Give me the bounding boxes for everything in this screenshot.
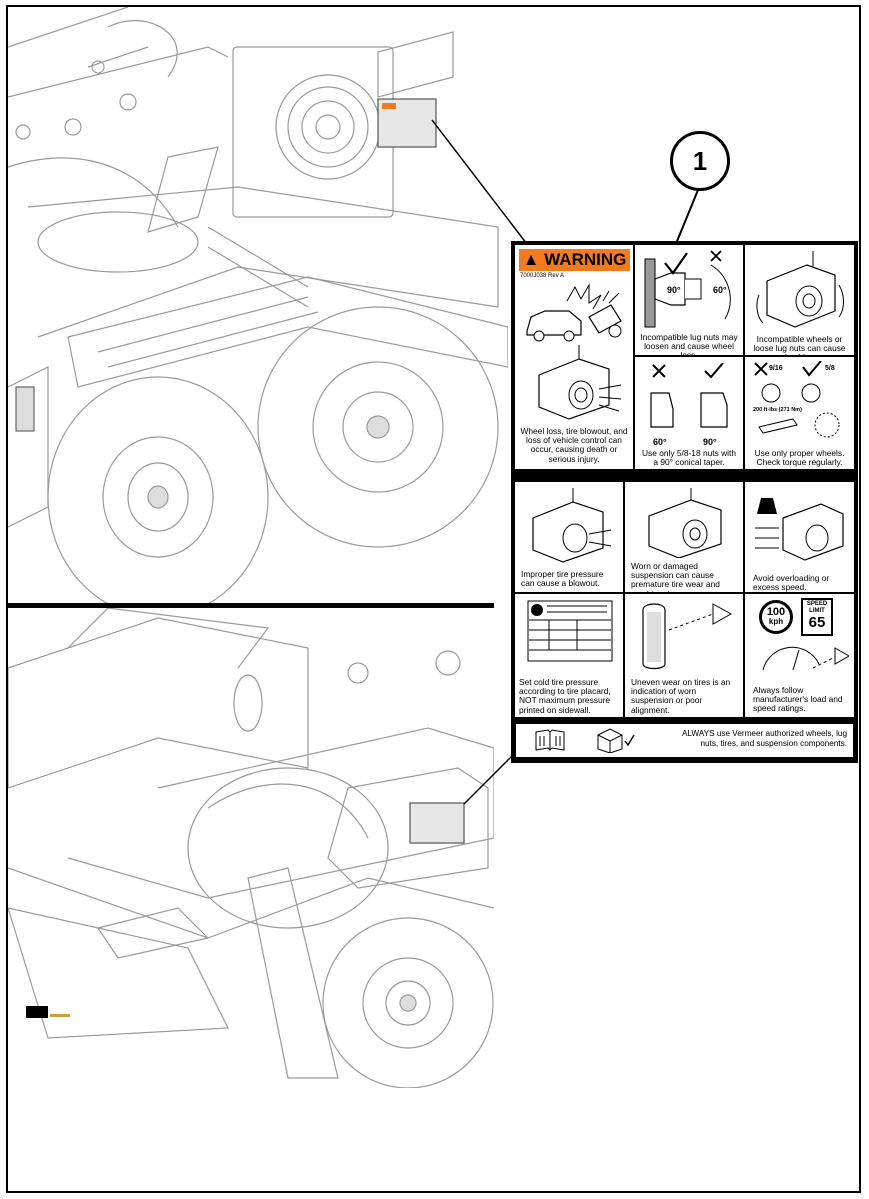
wheel-loss-icon <box>538 345 622 420</box>
m1-cell: Improper tire pressure can cause a blowo… <box>515 482 623 592</box>
suspension-icon <box>648 488 722 558</box>
m2-caption: Worn or damaged suspension can cause pre… <box>631 561 720 598</box>
speedometer-icon <box>762 646 849 671</box>
page-border <box>6 5 861 1193</box>
decal-footer: ALWAYS use Vermeer authorized wheels, lu… <box>516 724 853 757</box>
m5-caption: Uneven wear on tires is an indication of… <box>631 677 731 715</box>
m3-caption: Avoid overloading or excess speed. <box>753 573 830 593</box>
check-icon <box>704 363 724 379</box>
eye-icon <box>712 603 733 625</box>
speed-limit-top: SPEED <box>806 601 828 607</box>
c2-angle-a: 90° <box>667 285 681 295</box>
part-code: 7000J038 Rev A <box>520 273 565 279</box>
c4-angle-a: 60° <box>653 437 667 447</box>
box-check-icon <box>597 728 635 753</box>
uneven-wear-icon <box>642 603 733 670</box>
x-icon <box>652 364 666 378</box>
c5-torque: 200 ft-lbs (271 Nm) <box>753 407 802 413</box>
c4-caption: Use only 5/8-18 nuts with a 90° conical … <box>641 448 737 468</box>
c1-caption: Wheel loss, tire blowout, and loss of ve… <box>520 426 628 464</box>
top-trailer-illustration <box>8 7 508 603</box>
torque-icon <box>754 361 840 438</box>
c2-angle-b: 60° <box>713 285 727 295</box>
proper-wheels-cell: 9/16 5/8 200 ft-lbs (271 Nm) Use only pr… <box>745 357 854 469</box>
safety-decal: ▲ WARNING 7000J038 Rev A Wheel loss, tir… <box>511 241 858 763</box>
speed-kph-unit: kph <box>768 617 784 626</box>
decal-mid-panel: Improper tire pressure can cause a blowo… <box>515 482 854 717</box>
overload-icon <box>755 498 844 561</box>
section-divider <box>8 603 494 608</box>
loose-wheel-cell: Incompatible wheels or loose lug nuts ca… <box>745 245 854 362</box>
tire-placard-icon <box>527 600 613 662</box>
bottom-trailer-illustration <box>8 608 494 1088</box>
nut-taper-icon <box>650 363 728 428</box>
m2-cell: Worn or damaged suspension can cause pre… <box>625 482 743 598</box>
m4-cell: Set cold tire pressure according to tire… <box>515 594 623 717</box>
footer-text: ALWAYS use Vermeer authorized wheels, lu… <box>681 729 847 748</box>
lug-nut-angle-icon <box>644 250 731 328</box>
c2-caption: Incompatible lug nuts may loosen and cau… <box>640 332 738 361</box>
m4-caption: Set cold tire pressure according to tire… <box>519 677 611 715</box>
warning-label: ▲ WARNING <box>519 249 630 271</box>
speed-kph-sign: 100 kph <box>759 600 793 634</box>
vehicle-crash-icon <box>526 283 622 342</box>
c5-size-b: 5/8 <box>825 365 835 372</box>
m6-caption: Always follow manufacturer's load and sp… <box>753 685 843 714</box>
nut-taper-cell: 60° 90° Use only 5/8-18 nuts with a 90° … <box>635 357 743 469</box>
speed-kph-value: 100 <box>766 606 786 618</box>
tire-pressure-blowout-icon <box>532 488 612 563</box>
weight-icon <box>757 498 777 514</box>
m3-cell: Avoid overloading or excess speed. <box>745 482 854 592</box>
c4-angle-b: 90° <box>703 437 717 447</box>
leader-line-top <box>431 119 531 249</box>
lug-angle-cell: 90° 60° Incompatible lug nuts may loosen… <box>635 245 743 360</box>
speed-limit-value: 65 <box>808 614 826 631</box>
manual-icon <box>535 729 565 751</box>
c5-size-a: 9/16 <box>769 365 783 372</box>
m5-cell: Uneven wear on tires is an indication of… <box>625 594 743 717</box>
callout-number: 1 <box>670 131 730 191</box>
speed-limit-mid: LIMIT <box>809 608 825 614</box>
m1-caption: Improper tire pressure can cause a blowo… <box>521 569 604 589</box>
c5-caption: Use only proper wheels. Check torque reg… <box>754 448 845 468</box>
speed-limit-sign: SPEED LIMIT 65 <box>801 598 833 636</box>
decal-top-panel: ▲ WARNING 7000J038 Rev A Wheel loss, tir… <box>515 245 854 469</box>
loose-wheel-icon <box>756 251 844 328</box>
m6-cell: 100 kph SPEED LIMIT 65 Always follow man… <box>745 594 854 717</box>
warning-cell: ▲ WARNING 7000J038 Rev A Wheel loss, tir… <box>515 245 633 469</box>
leader-line-bottom <box>463 749 519 805</box>
